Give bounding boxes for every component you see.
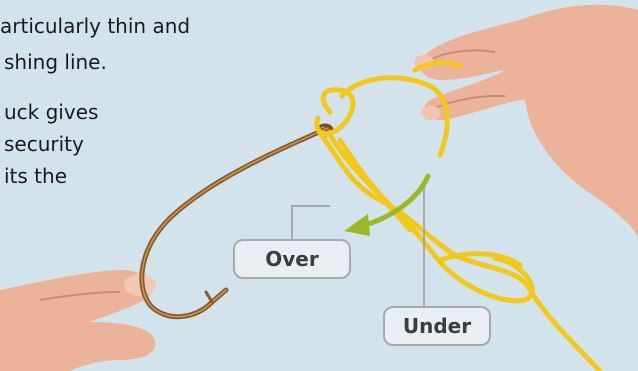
over-label-callout: Over — [233, 239, 351, 279]
under-label-callout: Under — [383, 306, 491, 346]
fishing-hook-image — [142, 125, 332, 317]
left-hand-image — [0, 270, 156, 371]
